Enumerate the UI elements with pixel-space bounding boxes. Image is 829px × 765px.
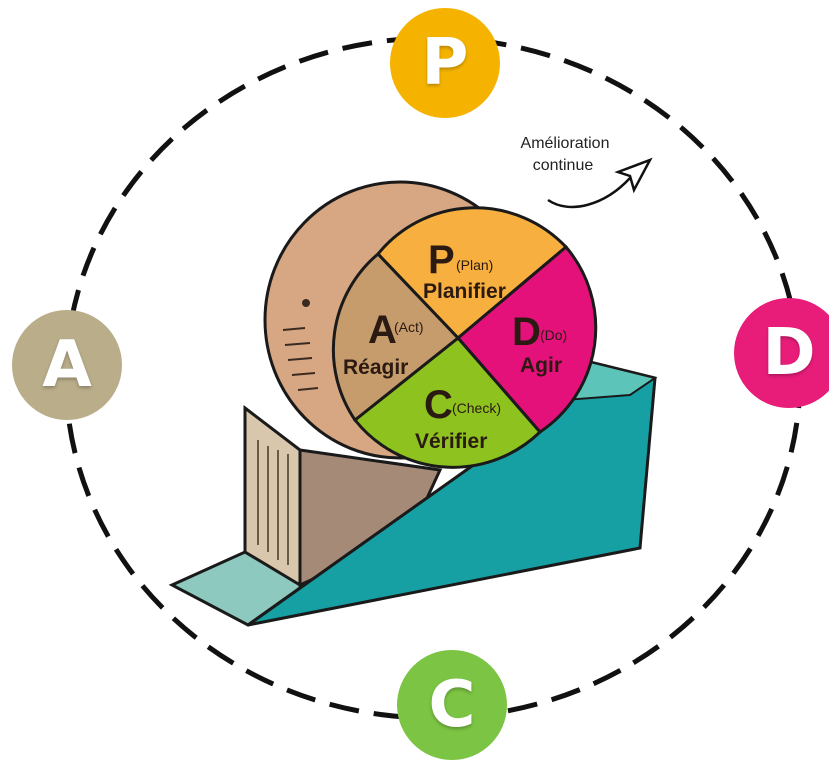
wedge-side: [243, 404, 302, 588]
annotation-line1: Amélioration: [521, 135, 610, 152]
annotation-arrow: [547, 177, 631, 209]
do-label: Agir: [520, 354, 562, 377]
cycle-node-act: A: [12, 310, 122, 420]
wheel-quadrant-check: [352, 335, 543, 469]
arrow-head-icon: [614, 157, 653, 194]
plan-letter: P: [428, 238, 455, 282]
check-label: Vérifier: [415, 430, 487, 453]
cycle-node-check: C: [397, 650, 507, 760]
annotation-line2: continue: [533, 157, 594, 174]
wheel-quadrant-act: [331, 251, 461, 423]
act-sub: (Act): [394, 319, 424, 335]
wheel-quadrant-plan: [376, 206, 569, 341]
do-letter: D: [512, 310, 541, 354]
act-letter: A: [368, 308, 397, 352]
cycle-node-act-letter: A: [42, 328, 92, 402]
do-sub: (Do): [540, 327, 567, 343]
act-label: Réagir: [343, 356, 408, 379]
cycle-node-do-letter: D: [762, 316, 816, 390]
check-sub: (Check): [452, 400, 501, 416]
check-letter: C: [424, 383, 453, 427]
wheel-quadrant-do: [455, 244, 598, 434]
cycle-node-plan: P: [390, 8, 500, 118]
plan-sub: (Plan): [456, 257, 493, 273]
cycle-node-plan-letter: P: [421, 26, 469, 100]
cycle-node-do: D: [734, 298, 829, 408]
cycle-node-check-letter: C: [428, 668, 476, 742]
wheel-face: [331, 206, 598, 469]
plan-label: Planifier: [423, 280, 506, 303]
